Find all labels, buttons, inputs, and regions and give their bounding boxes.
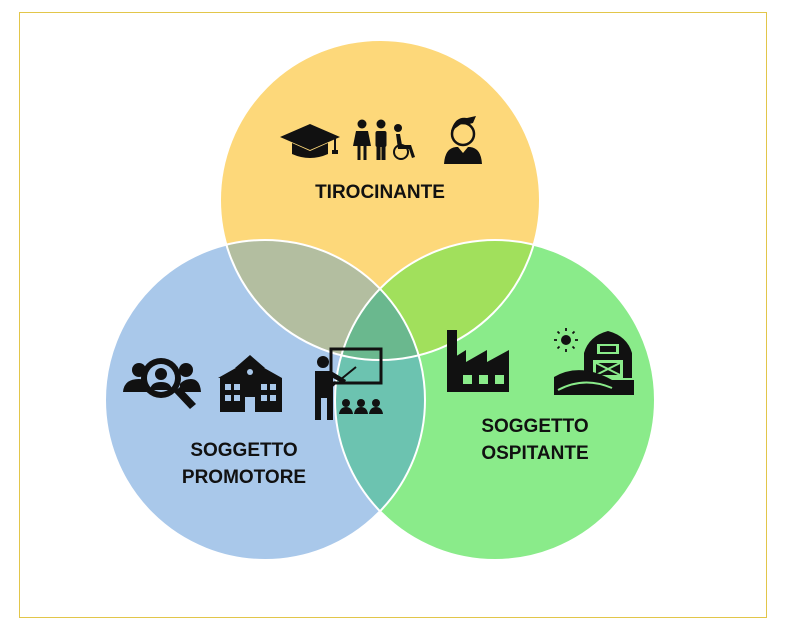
man-woman-wheelchair-icon [353,119,415,160]
ospitante-label-line1: SOGGETTO [481,416,589,437]
school-building-icon [218,355,282,412]
ospitante-label-line2: OSPITANTE [481,443,589,464]
factory-icon [447,330,509,392]
overlap-tirocinante-ospitante [335,240,540,360]
farm-barn-icon [554,328,634,395]
teacher-classroom-icon [315,347,383,420]
promotore-label: SOGGETTO PROMOTORE [169,437,319,491]
student-avatar-icon [444,116,482,164]
tirocinante-label-text: TIROCINANTE [315,182,445,203]
people-search-icon [123,358,201,409]
diagram-frame [19,12,767,618]
ospitante-label: SOGGETTO OSPITANTE [460,413,610,467]
overlap-tirocinante-promotore [220,240,425,360]
promotore-label-line2: PROMOTORE [181,467,307,488]
promotore-label-line1: SOGGETTO [190,440,298,461]
tirocinante-label: TIROCINANTE [310,179,450,206]
graduation-cap-icon [280,124,340,158]
